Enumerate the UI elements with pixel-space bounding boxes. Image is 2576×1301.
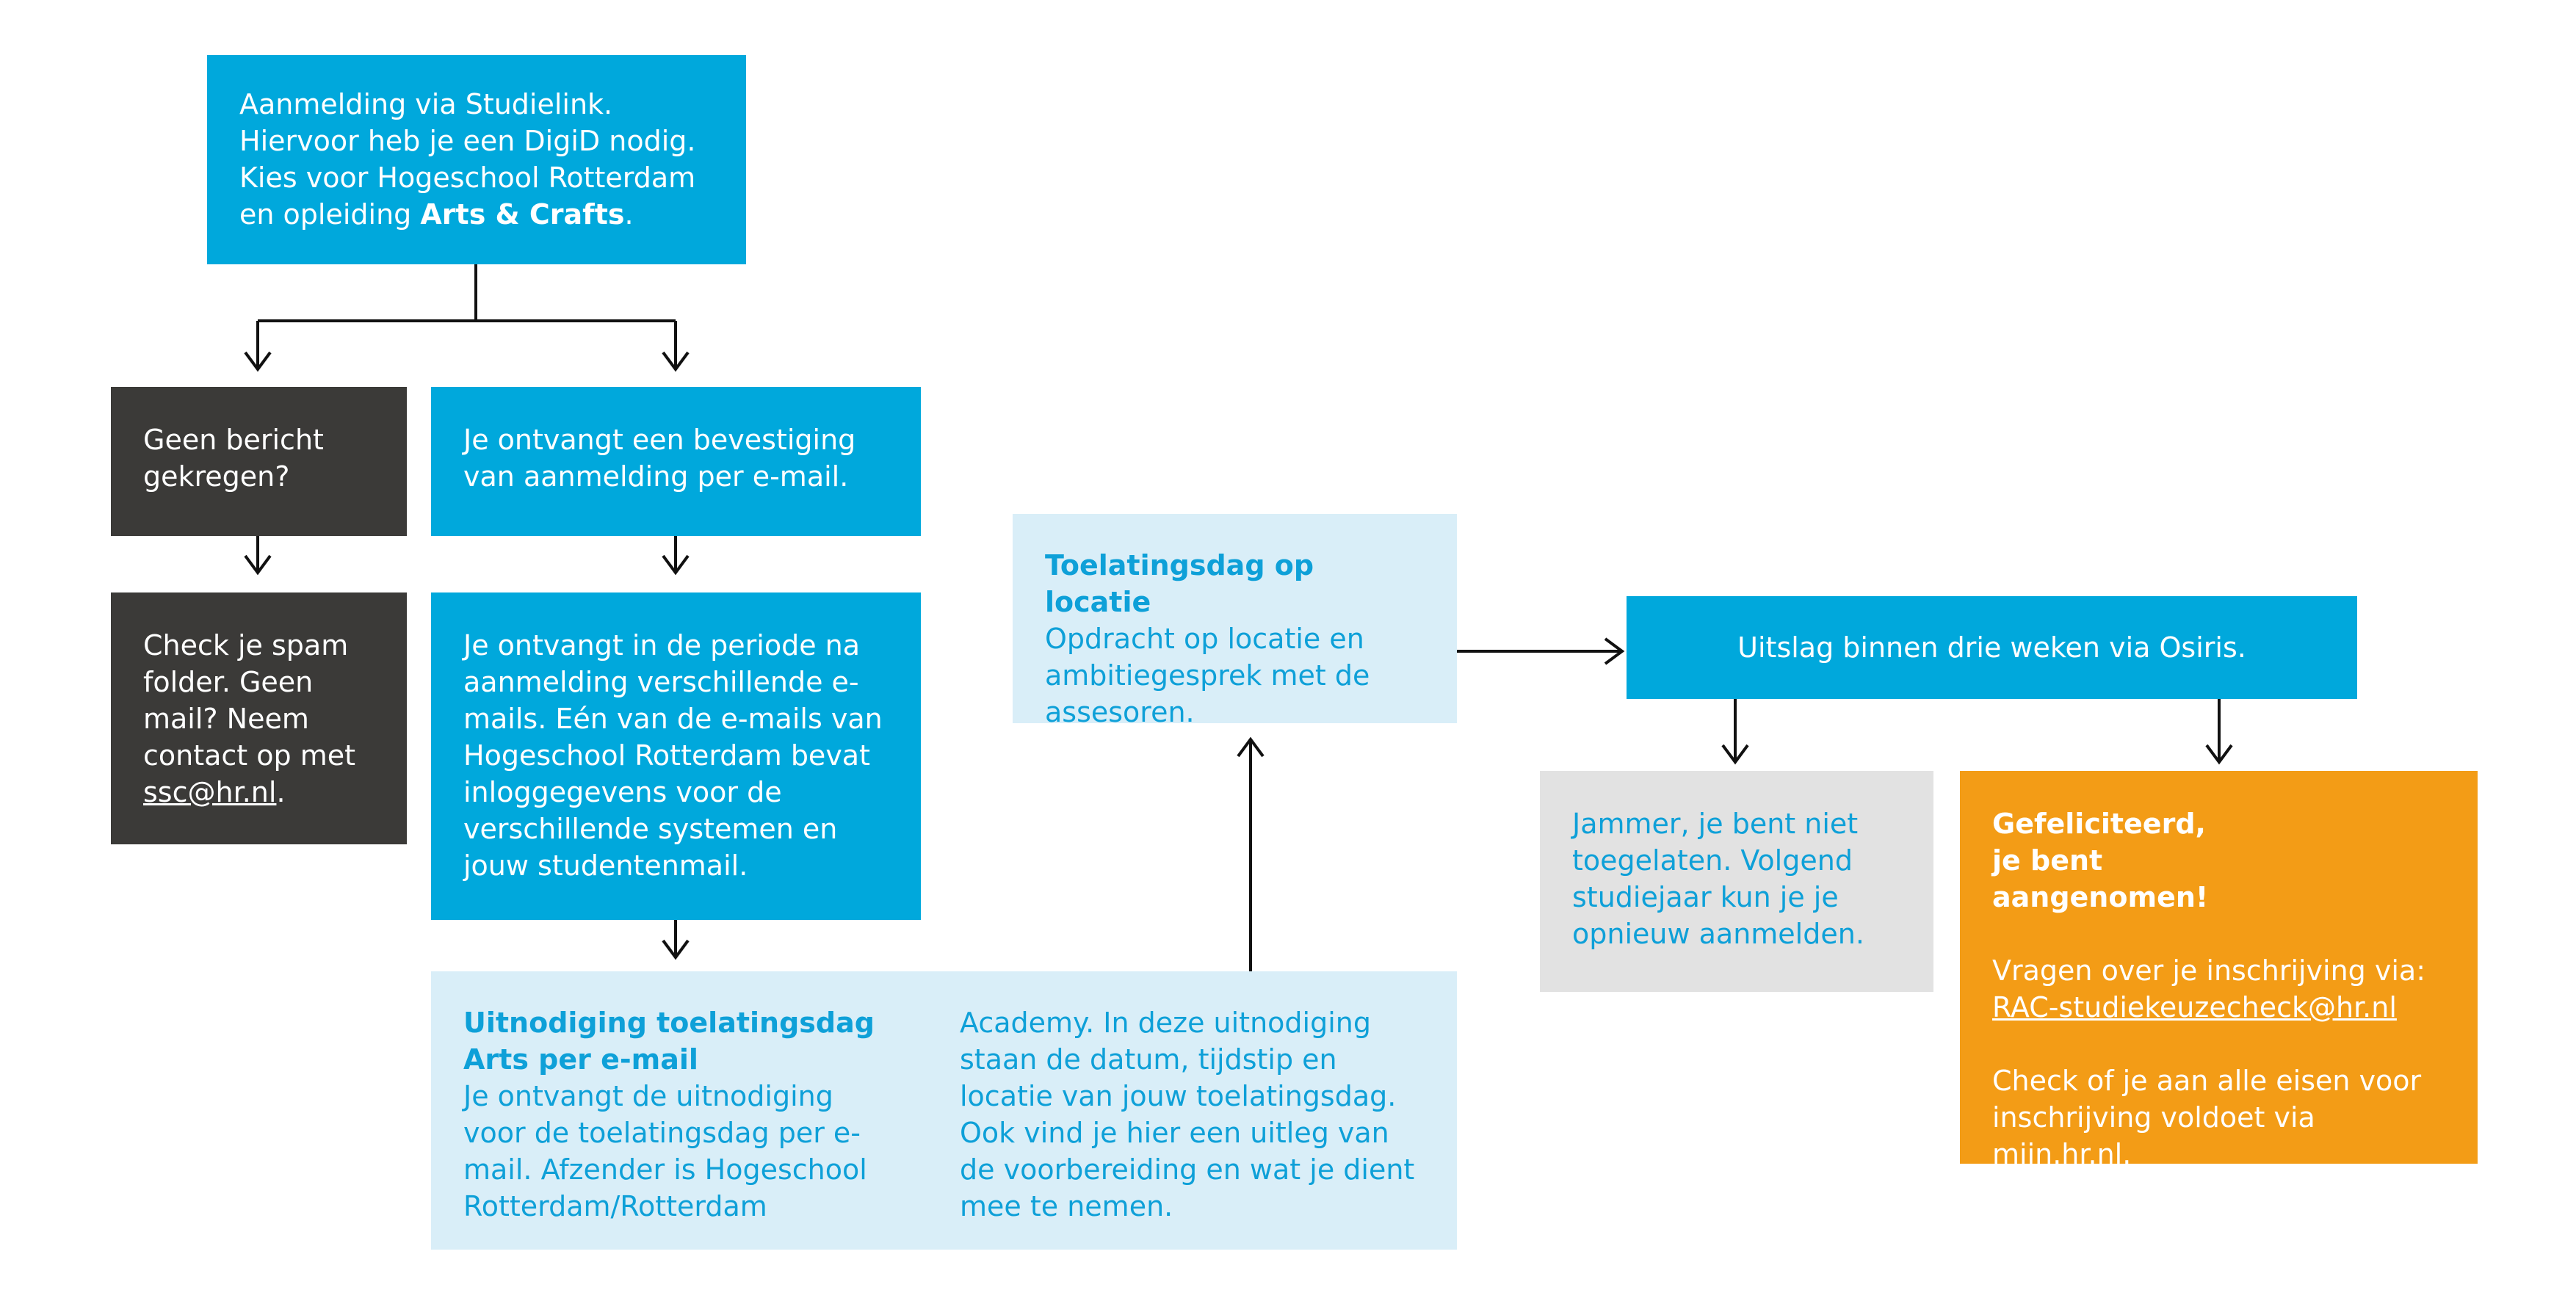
arrow-to-uitnodiging bbox=[662, 920, 690, 960]
box-jammer: Jammer, je bent niet toegelaten. Volgend… bbox=[1540, 771, 1933, 992]
gefeliciteerd-check-suffix: . bbox=[2122, 1138, 2132, 1170]
studielink-line4: en opleiding Arts & Crafts. bbox=[239, 196, 714, 233]
arrow-to-spam bbox=[244, 536, 272, 576]
box-studielink: Aanmelding via Studielink. Hiervoor heb … bbox=[207, 55, 746, 264]
uitnodiging-col2: Academy. In deze uitnodiging staan de da… bbox=[960, 1007, 1415, 1222]
geen-bericht-text: Geen bericht gekregen? bbox=[143, 424, 324, 493]
spam-text: Check je spam folder. Geen mail? Neem co… bbox=[143, 627, 375, 811]
rac-email-link[interactable]: RAC-studiekeuzecheck@hr.nl bbox=[1992, 991, 2397, 1023]
box-geen-bericht: Geen bericht gekregen? bbox=[111, 387, 407, 536]
ssc-email-link[interactable]: ssc@hr.nl bbox=[143, 776, 277, 808]
arrow-to-toelatingsdag bbox=[1237, 736, 1265, 971]
uitnodiging-left-column: Uitnodiging toelatingsdag Arts per e-mai… bbox=[463, 1004, 904, 1225]
arrow-to-bevestiging bbox=[662, 321, 690, 372]
box-toelatingsdag: Toelatingsdag op locatie Opdracht op loc… bbox=[1013, 514, 1457, 728]
studielink-line4-prefix: en opleiding bbox=[239, 198, 421, 231]
box-gefeliciteerd: Gefeliciteerd, je bent aangenomen! Vrage… bbox=[1960, 771, 2478, 1170]
bevestiging-text: Je ontvangt een bevestiging van aanmeldi… bbox=[463, 424, 856, 493]
uitnodiging-col1: Je ontvangt de uitnodiging voor de toela… bbox=[463, 1080, 867, 1222]
arrow-to-gefeliciteerd bbox=[2205, 699, 2233, 765]
toelatingsdag-text: Opdracht op locatie en ambitiegesprek me… bbox=[1045, 623, 1370, 728]
uitslag-text: Uitslag binnen drie weken via Osiris. bbox=[1737, 631, 2246, 664]
studielink-line4-suffix: . bbox=[624, 198, 634, 231]
gefeliciteerd-check: Check of je aan alle eisen voor inschrij… bbox=[1992, 1062, 2445, 1173]
studielink-line3: Kies voor Hogeschool Rotterdam bbox=[239, 162, 696, 194]
box-uitnodiging: Uitnodiging toelatingsdag Arts per e-mai… bbox=[431, 971, 1457, 1250]
box-uitslag: Uitslag binnen drie weken via Osiris. bbox=[1627, 596, 2357, 699]
gefeliciteerd-title: Gefeliciteerd, je bent aangenomen! bbox=[1992, 808, 2209, 913]
jammer-text: Jammer, je bent niet toegelaten. Volgend… bbox=[1572, 808, 1864, 950]
gefeliciteerd-vragen: Vragen over je inschrijving via: bbox=[1992, 954, 2426, 987]
spam-instruction: Check je spam folder. Geen mail? Neem co… bbox=[143, 629, 356, 772]
spam-suffix: . bbox=[276, 776, 286, 808]
arrow-to-uitslag bbox=[1457, 637, 1625, 665]
mijn-hr-link[interactable]: mijn.hr.nl bbox=[1992, 1138, 2123, 1170]
uitnodiging-title: Uitnodiging toelatingsdag Arts per e-mai… bbox=[463, 1007, 875, 1076]
studielink-program-name: Arts & Crafts bbox=[420, 198, 625, 231]
arrow-to-periode bbox=[662, 536, 690, 576]
studielink-line2: Hiervoor heb je een DigiD nodig. bbox=[239, 125, 696, 157]
arrow-to-geen-bericht bbox=[244, 321, 272, 372]
uitnodiging-right-column: Academy. In deze uitnodiging staan de da… bbox=[960, 1004, 1422, 1225]
box-bevestiging: Je ontvangt een bevestiging van aanmeldi… bbox=[431, 387, 921, 536]
studielink-line1: Aanmelding via Studielink. bbox=[239, 88, 613, 120]
arrow-to-jammer bbox=[1721, 699, 1749, 765]
box-spam-check: Check je spam folder. Geen mail? Neem co… bbox=[111, 592, 407, 844]
periode-text: Je ontvangt in de periode na aanmelding … bbox=[463, 629, 883, 882]
gefeliciteerd-check-text: Check of je aan alle eisen voor inschrij… bbox=[1992, 1065, 2422, 1134]
box-periode: Je ontvangt in de periode na aanmelding … bbox=[431, 592, 921, 920]
toelatingsdag-title: Toelatingsdag op locatie bbox=[1045, 549, 1314, 618]
